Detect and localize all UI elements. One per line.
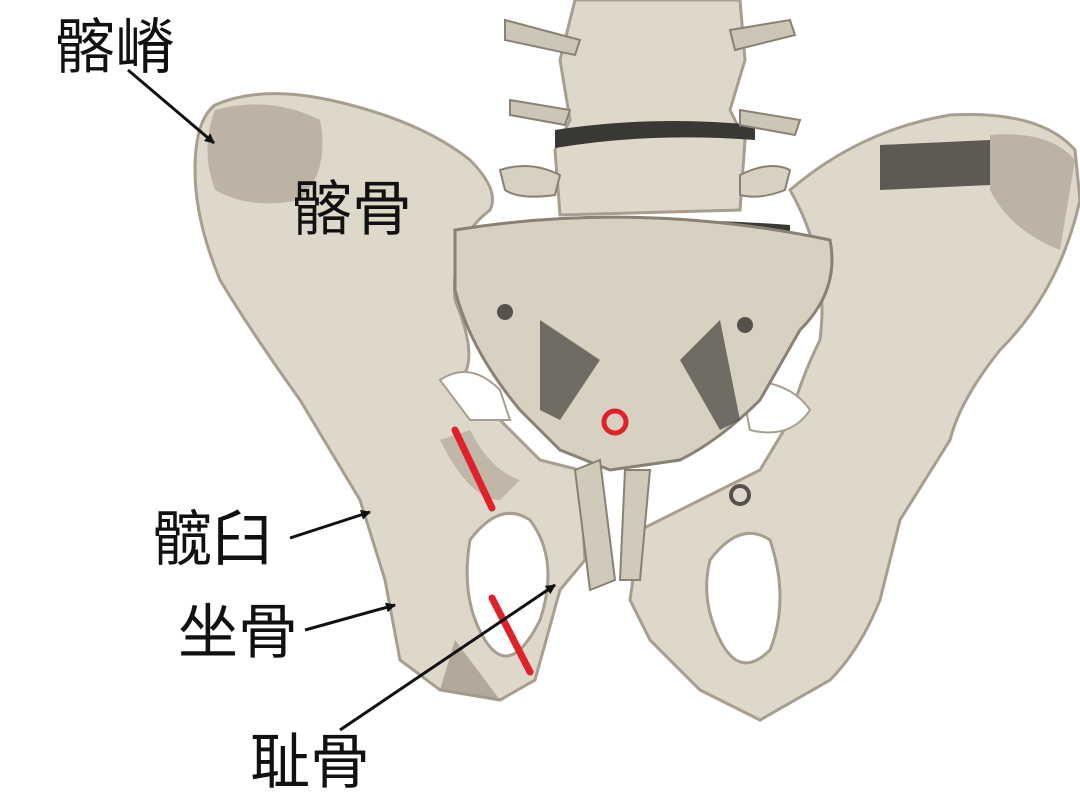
label-iliac-crest: 髂嵴 xyxy=(55,13,175,83)
red-line-marker-acetabulum xyxy=(451,426,496,512)
label-ischium: 坐骨 xyxy=(178,598,298,668)
left-hip-bone xyxy=(193,92,587,702)
lumbar-spine xyxy=(498,0,802,242)
red-line-marker-pubis xyxy=(488,594,534,676)
arrow-icon-ischium xyxy=(304,602,396,632)
red-circle-marker xyxy=(601,408,629,436)
right-hip-bone xyxy=(628,112,1080,722)
label-pubis: 耻骨 xyxy=(250,728,370,798)
arrow-icon-acetabulum xyxy=(289,510,371,540)
arrow-icon-pubis xyxy=(339,583,556,732)
arrow-icon-iliac-crest xyxy=(127,68,215,145)
label-ilium: 髂骨 xyxy=(292,175,412,245)
label-acetabulum: 髋臼 xyxy=(152,505,272,575)
sacrum xyxy=(438,215,834,592)
